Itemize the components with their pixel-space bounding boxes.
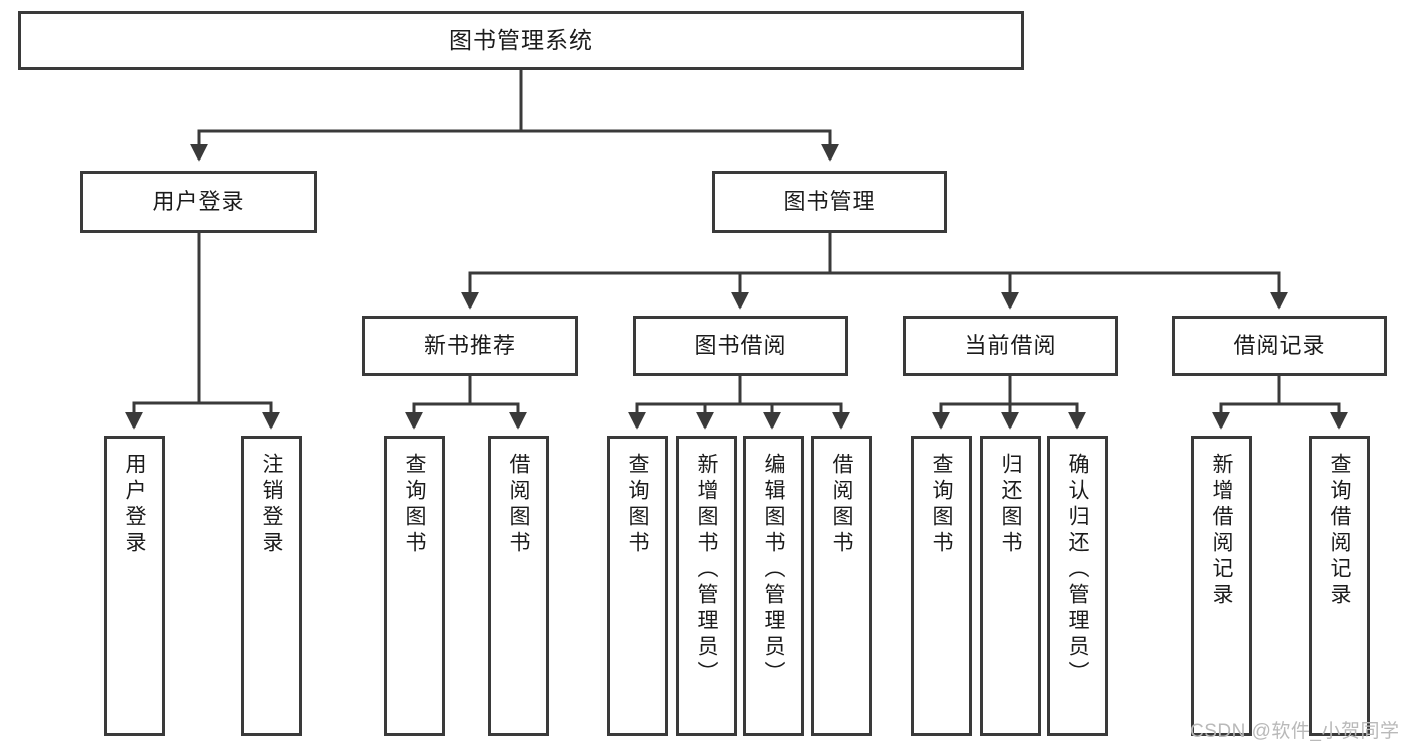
edge-currentborrow-to-leaf-3 (1010, 402, 1086, 430)
node-label: 图书管理系统 (449, 27, 593, 54)
edge-bookborrow-to-leaf-1 (628, 376, 742, 430)
node-label: 确认归还（管理员） (1066, 453, 1089, 687)
node-label: 图书借阅 (694, 333, 787, 359)
node-root-book-management-system[interactable]: 图书管理系统 (18, 11, 1024, 70)
leaf-new-book-query-book[interactable]: 查询图书 (384, 436, 445, 736)
edge-root-to-book-mgmt (521, 129, 839, 162)
edge-currentborrow-to-leaf-1 (932, 376, 1012, 430)
edge-root-to-user-login (190, 70, 523, 162)
leaf-borrow-record-add-record[interactable]: 新增借阅记录 (1191, 436, 1252, 736)
edge-bookmgmt-to-borrow-record (830, 271, 1288, 310)
node-label: 借阅图书 (830, 453, 853, 557)
edge-userlogin-to-leaf-2 (199, 401, 280, 430)
node-new-book-recommend[interactable]: 新书推荐 (362, 316, 578, 376)
edge-userlogin-to-leaf-1 (125, 233, 201, 430)
leaf-current-borrow-confirm-return-admin[interactable]: 确认归还（管理员） (1047, 436, 1108, 736)
edge-borrowrecord-to-leaf-2 (1279, 402, 1348, 430)
node-borrow-record[interactable]: 借阅记录 (1172, 316, 1387, 376)
node-label: 借阅图书 (507, 453, 530, 557)
node-label: 当前借阅 (964, 333, 1057, 359)
edge-borrowrecord-to-leaf-1 (1212, 376, 1281, 430)
leaf-book-borrow-edit-book-admin[interactable]: 编辑图书（管理员） (743, 436, 804, 736)
edge-bookmgmt-to-book-borrow (731, 271, 830, 310)
node-label: 新增借阅记录 (1210, 453, 1233, 609)
node-label: 用户登录 (123, 453, 146, 557)
leaf-book-borrow-add-book-admin[interactable]: 新增图书（管理员） (676, 436, 737, 736)
edge-newbook-to-leaf-1 (405, 376, 472, 430)
node-label: 编辑图书（管理员） (762, 453, 785, 687)
node-book-borrow[interactable]: 图书借阅 (633, 316, 848, 376)
leaf-book-borrow-borrow-book[interactable]: 借阅图书 (811, 436, 872, 736)
edge-bookborrow-to-leaf-3 (740, 402, 781, 430)
node-label: 图书管理 (783, 189, 876, 215)
node-label: 查询借阅记录 (1328, 453, 1351, 609)
leaf-book-borrow-query-book[interactable]: 查询图书 (607, 436, 668, 736)
edge-bookborrow-to-leaf-4 (740, 402, 850, 430)
node-label: 借阅记录 (1233, 333, 1326, 359)
leaf-borrow-record-query-record[interactable]: 查询借阅记录 (1309, 436, 1370, 736)
edge-bookmgmt-to-current-borrow (830, 271, 1019, 310)
leaf-new-book-borrow-book[interactable]: 借阅图书 (488, 436, 549, 736)
edge-newbook-to-leaf-2 (470, 402, 527, 430)
node-label: 注销登录 (260, 453, 283, 557)
node-label: 查询图书 (403, 453, 426, 557)
csdn-watermark: CSDN @软件_小贺同学 (1190, 721, 1400, 742)
leaf-user-login-signout[interactable]: 注销登录 (241, 436, 302, 736)
leaf-current-borrow-query-book[interactable]: 查询图书 (911, 436, 972, 736)
node-label: 新增图书（管理员） (695, 453, 718, 687)
node-user-login[interactable]: 用户登录 (80, 171, 317, 233)
node-label: 查询图书 (930, 453, 953, 557)
edge-bookmgmt-to-new-book (461, 233, 832, 310)
node-book-management[interactable]: 图书管理 (712, 171, 947, 233)
node-label: 查询图书 (626, 453, 649, 557)
leaf-current-borrow-return-book[interactable]: 归还图书 (980, 436, 1041, 736)
node-label: 用户登录 (152, 189, 245, 215)
node-label: 新书推荐 (423, 333, 516, 359)
leaf-user-login-signin[interactable]: 用户登录 (104, 436, 165, 736)
node-current-borrow[interactable]: 当前借阅 (903, 316, 1118, 376)
edge-bookborrow-to-leaf-2 (696, 402, 740, 430)
node-label: 归还图书 (999, 453, 1022, 557)
